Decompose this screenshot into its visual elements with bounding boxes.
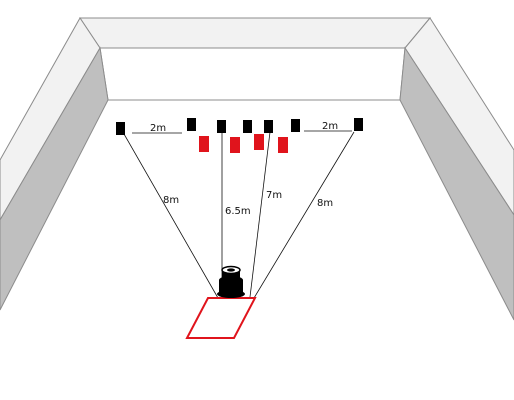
front-marker: [199, 136, 209, 152]
label-spacing-right: 2m: [322, 121, 338, 132]
right-wall-face: [399, 46, 514, 321]
label-distance-outer-right: 8m: [317, 198, 333, 209]
front-marker: [230, 137, 240, 153]
back-marker: [243, 120, 252, 133]
front-marker: [278, 137, 288, 153]
back-marker: [291, 119, 300, 132]
back-marker: [354, 118, 363, 131]
back-markers: [116, 118, 363, 135]
camera-icon: [217, 265, 245, 298]
room-walls: [0, 17, 514, 321]
label-distance-inner-left: 6.5m: [225, 206, 251, 217]
ray-outer-right: [253, 131, 355, 299]
label-distance-inner-right: 7m: [266, 190, 282, 201]
label-spacing-left: 2m: [150, 123, 166, 134]
floor-square: [185, 297, 257, 339]
ray-inner-right: [249, 131, 271, 298]
right-wall-top: [404, 17, 514, 216]
back-marker: [217, 120, 226, 133]
front-markers: [199, 134, 288, 153]
left-wall-face: [0, 46, 109, 311]
distance-rays: [123, 131, 355, 299]
front-marker: [254, 134, 264, 150]
back-marker: [116, 122, 125, 135]
left-wall-top: [0, 17, 101, 221]
ray-outer-left: [123, 133, 219, 299]
back-wall-top: [79, 17, 432, 49]
back-marker: [264, 120, 273, 133]
back-marker: [187, 118, 196, 131]
label-distance-outer-left: 8m: [163, 195, 179, 206]
back-wall-face: [99, 47, 406, 101]
spacing-lines: [132, 130, 352, 134]
